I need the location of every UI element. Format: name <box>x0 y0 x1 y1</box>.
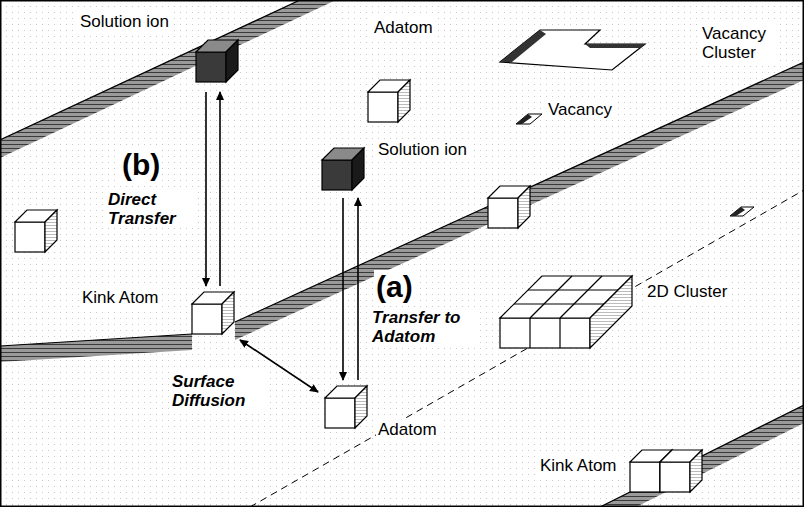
adatom-cube <box>368 80 410 122</box>
path-letter: (a) <box>374 270 415 304</box>
process-label: Direct Transfer <box>106 190 194 228</box>
part-label: Adatom <box>372 18 435 37</box>
process-label: Transfer to Adatom <box>370 308 478 346</box>
kink-atom-cube <box>660 450 702 492</box>
solution-ion <box>322 148 364 190</box>
transfer-arrow <box>342 198 344 380</box>
transfer-arrow <box>205 92 207 286</box>
vacancy-symbol <box>516 114 542 124</box>
step-atom-cube <box>488 186 530 228</box>
transfer-arrow <box>219 92 221 286</box>
part-label: Solution ion <box>78 12 171 31</box>
part-label: Kink Atom <box>80 288 161 307</box>
terrace-boundary <box>250 190 804 507</box>
part-label: Kink Atom <box>538 456 619 475</box>
part-label: Vacancy Cluster <box>700 24 778 62</box>
step-riser <box>600 405 804 507</box>
adatom-cube <box>15 210 57 252</box>
solution-ion <box>196 40 238 82</box>
step-riser <box>0 334 192 362</box>
vacancy-cluster <box>500 30 645 70</box>
part-label: Solution ion <box>376 140 469 159</box>
step-riser <box>235 62 804 340</box>
process-label: Surface Diffusion <box>170 372 266 410</box>
adatom-cube <box>325 386 367 428</box>
two-d-cluster <box>500 276 632 348</box>
transfer-arrow <box>357 198 359 380</box>
part-label: Vacancy <box>546 100 614 119</box>
part-label: Adatom <box>376 420 439 439</box>
kink-atom-cube <box>192 292 234 334</box>
vacancy-symbol <box>730 207 754 216</box>
step-riser <box>0 0 336 158</box>
part-label: 2D Cluster <box>645 282 729 301</box>
path-letter: (b) <box>120 148 162 182</box>
